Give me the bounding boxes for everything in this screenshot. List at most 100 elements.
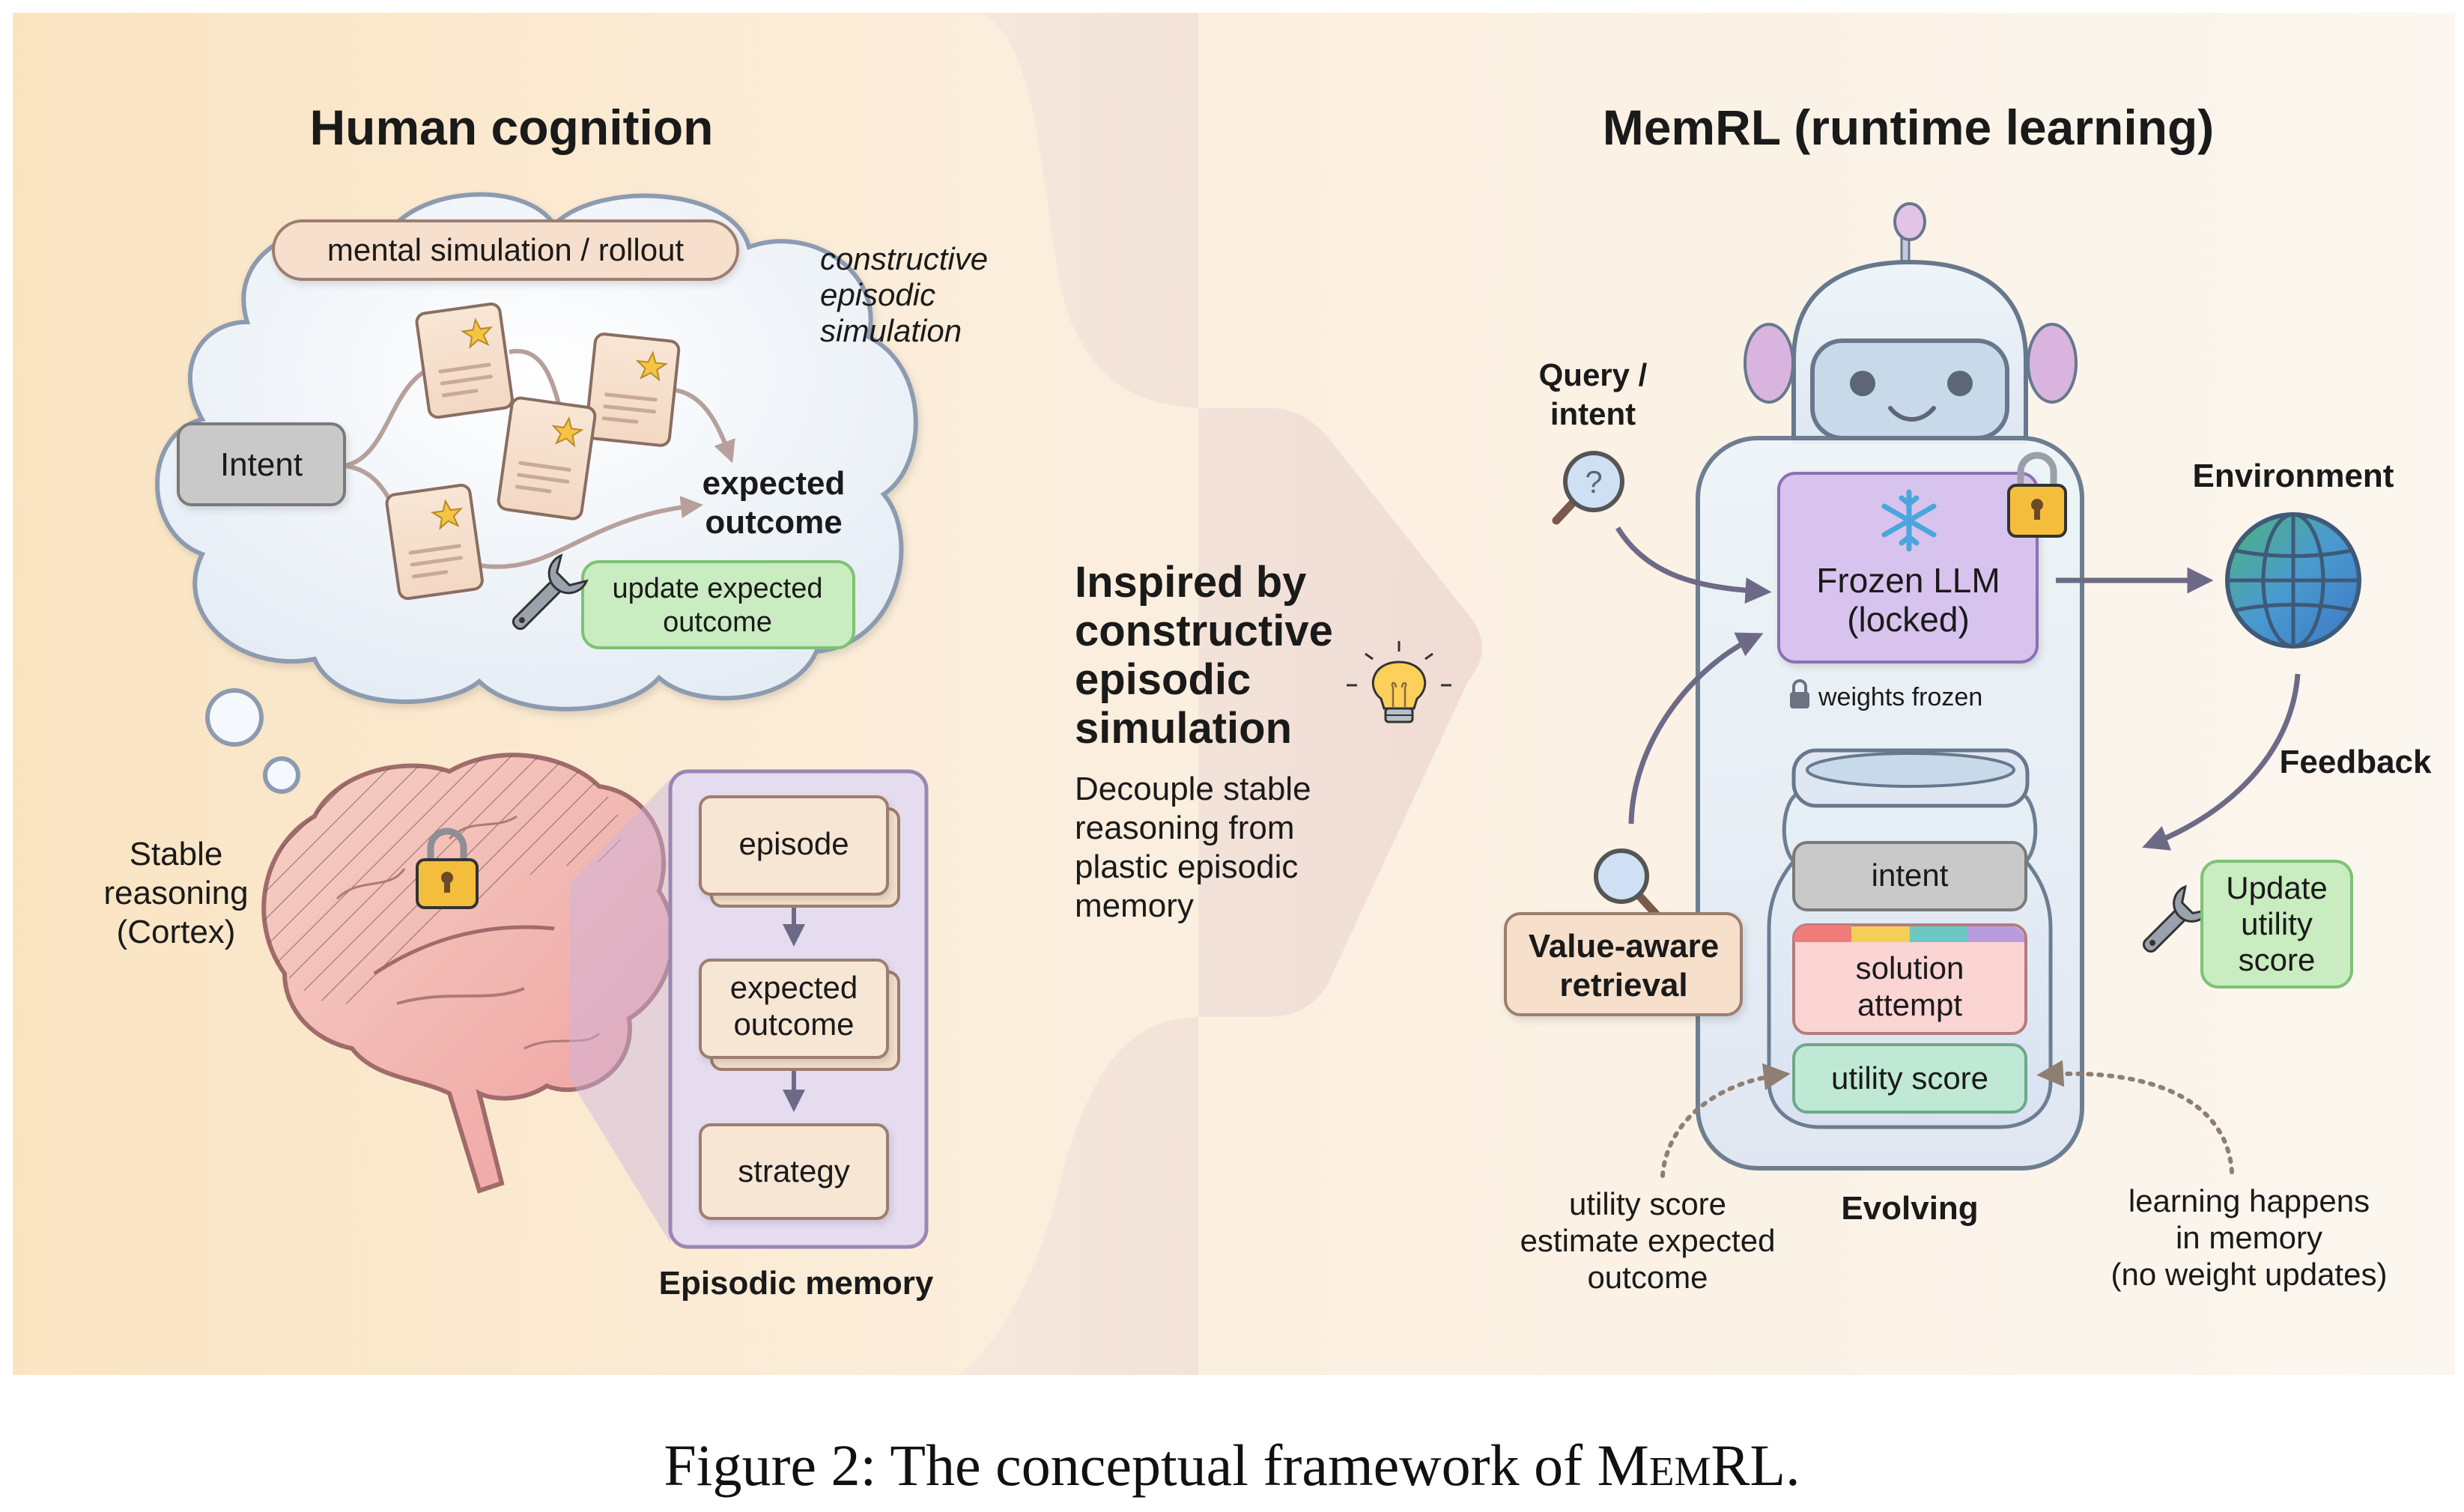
feedback-label: Feedback bbox=[2280, 744, 2433, 780]
intent-box bbox=[177, 422, 346, 506]
caption-prefix: Figure 2: The conceptual framework of bbox=[664, 1433, 1597, 1498]
lock-icon bbox=[416, 828, 479, 909]
svg-text:plastic episodic: plastic episodic bbox=[1075, 848, 1298, 885]
svg-text:weights frozen: weights frozen bbox=[1818, 683, 1982, 711]
svg-text:reasoning from: reasoning from bbox=[1075, 810, 1294, 846]
stable-reasoning-label: Stable reasoning (Cortex) bbox=[103, 836, 248, 950]
robot-head bbox=[1744, 202, 2078, 444]
svg-text:strategy: strategy bbox=[738, 1153, 849, 1188]
constructive-episodic-note: constructive episodic simulation bbox=[820, 241, 988, 348]
episodic-item-strategy: strategy bbox=[699, 1123, 889, 1220]
robot-smile bbox=[1888, 406, 1936, 422]
retrieval-arrow bbox=[1628, 632, 1764, 825]
snowflake-icon bbox=[1881, 489, 1937, 552]
svg-text:score: score bbox=[2239, 942, 2316, 977]
svg-text:outcome: outcome bbox=[663, 607, 772, 638]
svg-text:Decouple stable: Decouple stable bbox=[1075, 771, 1311, 807]
memory-projection-cone bbox=[569, 779, 670, 1243]
svg-text:episodic: episodic bbox=[820, 277, 935, 312]
learning-in-memory-arrow bbox=[2036, 1060, 2234, 1174]
svg-text:constructive: constructive bbox=[1075, 607, 1333, 655]
svg-text:Query /: Query / bbox=[1539, 357, 1648, 392]
evolving-label: Evolving bbox=[1841, 1190, 1978, 1227]
svg-text:attempt: attempt bbox=[1857, 987, 1962, 1022]
thought-bubble-large bbox=[205, 688, 264, 747]
caption-suffix: . bbox=[1785, 1433, 1800, 1498]
svg-text:in memory: in memory bbox=[2176, 1220, 2322, 1255]
svg-text:memory: memory bbox=[1075, 887, 1194, 924]
svg-text:outcome: outcome bbox=[705, 504, 842, 541]
svg-text:Update: Update bbox=[2226, 870, 2327, 905]
star-icon bbox=[430, 499, 464, 530]
svg-text:episodic: episodic bbox=[1075, 655, 1251, 704]
svg-text:solution: solution bbox=[1856, 950, 1964, 986]
svg-text:episode: episode bbox=[738, 826, 849, 861]
svg-text:(Cortex): (Cortex) bbox=[117, 914, 236, 950]
svg-text:(locked): (locked) bbox=[1847, 600, 1970, 639]
caption-method-name: MemRL bbox=[1597, 1433, 1786, 1498]
svg-text:utility: utility bbox=[2241, 906, 2313, 941]
inspired-headline: Inspired by constructive episodic simula… bbox=[1075, 558, 1333, 753]
figure-caption: Figure 2: The conceptual framework of Me… bbox=[0, 1432, 2464, 1499]
episodic-item-expected-outcome: expected outcome bbox=[699, 959, 900, 1071]
svg-text:update expected: update expected bbox=[612, 573, 822, 604]
svg-text:(no weight updates): (no weight updates) bbox=[2111, 1257, 2388, 1292]
jar-solution-attempt-box: solution attempt bbox=[1792, 923, 2027, 1035]
inspired-body: Decouple stable reasoning from plastic e… bbox=[1075, 771, 1311, 924]
svg-text:?: ? bbox=[1585, 464, 1602, 500]
svg-text:outcome: outcome bbox=[1587, 1260, 1708, 1295]
wrench-icon bbox=[2142, 884, 2211, 953]
update-utility-score-label: Update utility score bbox=[2226, 870, 2327, 977]
robot-eye bbox=[1947, 371, 1973, 396]
feedback-arrow bbox=[2142, 673, 2301, 851]
intent-label: Intent bbox=[220, 446, 303, 483]
svg-text:expected: expected bbox=[730, 970, 858, 1005]
update-expected-outcome-box bbox=[581, 560, 855, 649]
value-aware-retrieval-label: Value-aware retrieval bbox=[1529, 928, 1719, 1004]
small-lock-icon bbox=[1790, 679, 1809, 708]
svg-text:simulation: simulation bbox=[820, 313, 962, 348]
value-aware-retrieval-box bbox=[1504, 912, 1743, 1016]
expected-outcome-label: expected outcome bbox=[703, 465, 846, 541]
learning-note: learning happens in memory (no weight up… bbox=[2111, 1183, 2388, 1292]
star-icon bbox=[551, 416, 584, 448]
query-arrow bbox=[1615, 526, 1772, 604]
mental-simulation-pill bbox=[272, 219, 739, 281]
thought-bubble-small bbox=[263, 756, 300, 794]
svg-text:Value-aware: Value-aware bbox=[1529, 928, 1719, 965]
question-magnifier-icon: ? bbox=[1552, 451, 1624, 525]
query-intent-label: Query / intent bbox=[1539, 357, 1648, 431]
frozen-llm-label: Frozen LLM (locked) bbox=[1816, 561, 2000, 639]
episode-card bbox=[584, 333, 681, 447]
svg-text:learning happens: learning happens bbox=[2128, 1183, 2370, 1218]
svg-text:simulation: simulation bbox=[1075, 704, 1292, 753]
utility-score-note: utility score estimate expected outcome bbox=[1520, 1186, 1776, 1295]
mental-simulation-label: mental simulation / rollout bbox=[327, 232, 685, 267]
episode-card bbox=[385, 483, 484, 601]
svg-text:expected: expected bbox=[703, 465, 846, 502]
weights-frozen-note: weights frozen bbox=[1790, 679, 1982, 711]
svg-text:estimate expected: estimate expected bbox=[1520, 1223, 1776, 1258]
svg-text:constructive: constructive bbox=[820, 241, 988, 276]
jar-utility-score-label: utility score bbox=[1831, 1060, 1988, 1096]
svg-text:reasoning: reasoning bbox=[103, 875, 248, 911]
lightbulb-icon bbox=[1347, 641, 1451, 723]
episodic-item-episode: episode bbox=[699, 795, 900, 908]
star-icon bbox=[635, 350, 669, 382]
svg-text:Stable: Stable bbox=[130, 836, 223, 872]
utility-estimate-arrow bbox=[1660, 1063, 1791, 1178]
frozen-llm-box bbox=[1777, 472, 2039, 664]
wrench-icon bbox=[512, 553, 589, 631]
environment-label: Environment bbox=[2193, 458, 2394, 494]
svg-text:Inspired by: Inspired by bbox=[1075, 558, 1306, 607]
svg-text:Frozen LLM: Frozen LLM bbox=[1816, 561, 2000, 600]
right-title: MemRL (runtime learning) bbox=[1603, 100, 2215, 155]
episodic-memory-label: Episodic memory bbox=[659, 1265, 934, 1302]
globe-icon bbox=[2225, 512, 2361, 649]
jar-intent-box bbox=[1792, 841, 2027, 911]
lock-icon bbox=[2007, 452, 2067, 538]
star-icon bbox=[460, 318, 494, 349]
jar-utility-score-box bbox=[1792, 1043, 2027, 1114]
